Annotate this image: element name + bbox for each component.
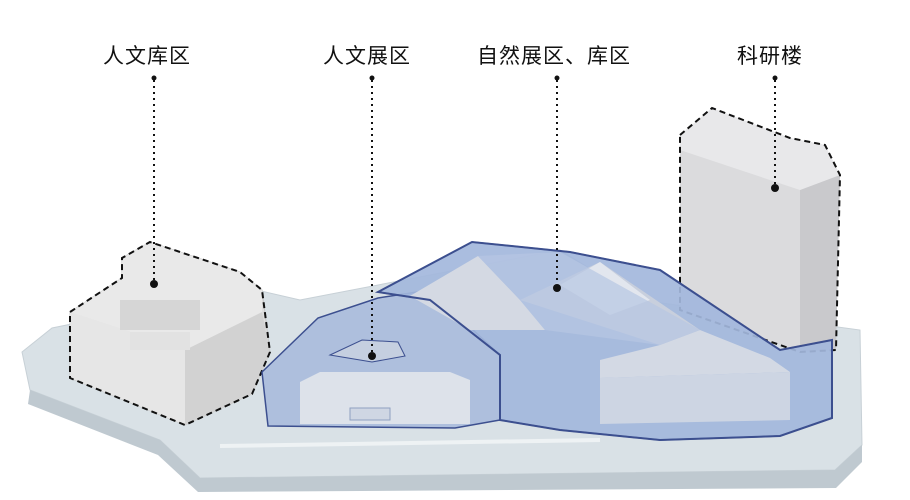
leader-exhibit-dot	[368, 352, 376, 360]
label-humanities-exhibit: 人文展区	[323, 44, 411, 68]
leader-lines	[150, 75, 779, 360]
leader-research-dot	[771, 184, 779, 192]
label-humanities-archive: 人文库区	[103, 44, 191, 68]
leader-archive-dot	[150, 280, 158, 288]
research-building-block	[679, 106, 842, 354]
label-research-building: 科研楼	[737, 44, 803, 68]
humanities-archive-block	[69, 240, 272, 427]
natural-exhibit-archive-block	[374, 240, 833, 442]
leader-natural-dot	[553, 284, 561, 292]
label-natural-exhibit-archive: 自然展区、库区	[477, 44, 631, 68]
